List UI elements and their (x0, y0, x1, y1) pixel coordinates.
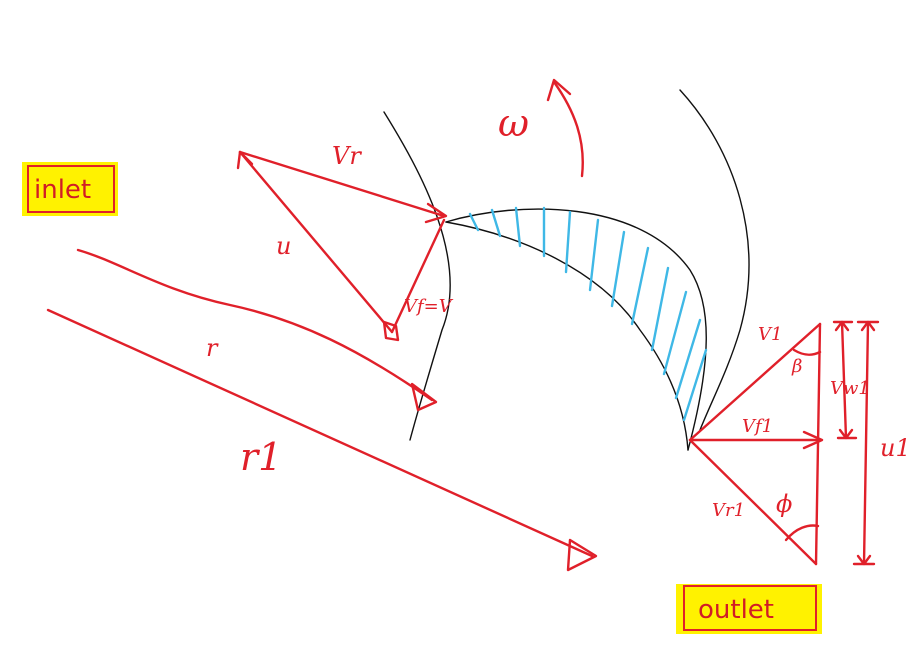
vw1-dimension-line (840, 320, 848, 440)
vw1-top-tick (832, 320, 854, 332)
inlet-vr-vector (238, 150, 446, 218)
vw1-label: Vw1 (830, 378, 870, 399)
u1-dimension-line (862, 320, 870, 566)
inlet-label: inlet (34, 175, 91, 205)
beta-label: β (791, 356, 802, 377)
inlet-right-angle-mark (382, 320, 400, 342)
outlet-v1-vector (688, 322, 822, 442)
u1-bottom-tick (852, 554, 876, 566)
inlet-vr-arrowhead (424, 202, 448, 224)
beta-angle-arc (792, 348, 822, 356)
inlet-tag: inlet (22, 162, 118, 216)
radius-r1-arrowhead (566, 538, 598, 572)
inner-runner-arc (383, 111, 451, 441)
outlet-label: outlet (698, 595, 774, 625)
outlet-vr1-vector (688, 438, 818, 566)
outlet-v1-label: V1 (758, 324, 782, 345)
blade-upper-edge (445, 208, 707, 451)
vw1-bottom-tick (836, 428, 858, 440)
vr1-label: Vr1 (712, 500, 745, 521)
u1-top-tick (856, 320, 880, 332)
radius-r-label: r (206, 334, 219, 362)
inlet-vf-label: Vf=V (404, 296, 454, 317)
outer-runner-arc (679, 89, 750, 431)
inlet-highlight (22, 162, 118, 216)
inlet-vr-label: Vr (332, 142, 362, 170)
outlet-vf1-arrowhead (802, 430, 824, 450)
u1-label: u1 (880, 434, 911, 462)
vf1-label: Vf1 (742, 416, 773, 437)
outlet-highlight (676, 584, 822, 634)
radius-r-line (76, 248, 434, 402)
radius-r-arrowhead (410, 382, 438, 412)
inlet-box (27, 165, 115, 213)
outlet-right-edge (814, 322, 822, 566)
omega-rotation-arrow (552, 80, 584, 178)
phi-label: ϕ (776, 490, 792, 518)
radius-r1-label: r1 (240, 435, 282, 479)
inlet-u-vector (238, 150, 394, 334)
outlet-box (683, 585, 817, 631)
outlet-tag: outlet (676, 584, 822, 634)
inlet-vf-vector (390, 218, 446, 334)
blade-hatching (468, 206, 708, 422)
omega-label: ω (498, 101, 529, 145)
inlet-u-label: u (276, 232, 291, 260)
phi-angle-arc (784, 524, 820, 542)
omega-arrowhead (546, 78, 572, 102)
radius-r1-line (46, 308, 594, 558)
